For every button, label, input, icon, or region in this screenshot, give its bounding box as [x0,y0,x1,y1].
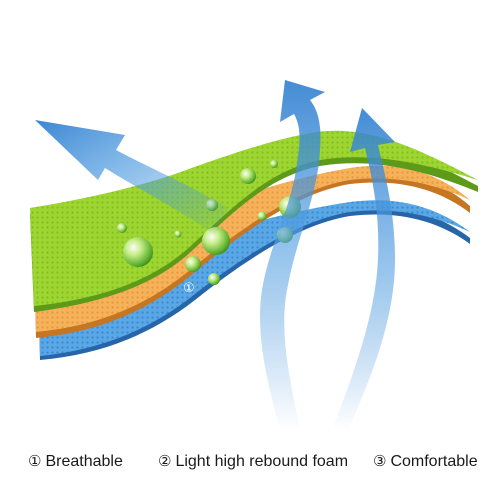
legend-number: ② [158,452,172,470]
legend-label: Breathable [45,453,123,470]
layer-2-foam [34,165,470,338]
airflow-arrow-right [332,108,395,430]
layer-3-number: ③ [183,357,195,372]
legend-label: Light high rebound foam [175,453,349,470]
layer-2-number: ② [183,319,195,334]
water-droplet-icon [202,227,230,255]
airflow-arrow-top [260,80,325,430]
legend-label: Comfortable [390,453,478,470]
water-droplet-icon [185,256,201,272]
water-droplet-icon [270,160,278,168]
water-droplet-icon [174,230,182,238]
legend-number: ① [28,452,42,470]
water-droplet-icon [117,223,127,233]
water-droplet-icon [208,273,220,285]
water-droplet-icon [240,168,256,184]
airflow-arrow-left [35,120,228,235]
fabric-layers-diagram: ① ② ③ [30,80,478,430]
layer-1-number: ① [183,281,195,296]
water-droplet-icon [257,211,267,221]
legend-number: ③ [373,452,387,470]
water-droplet-icon [123,237,153,267]
layer-3-comfortable [38,200,470,360]
